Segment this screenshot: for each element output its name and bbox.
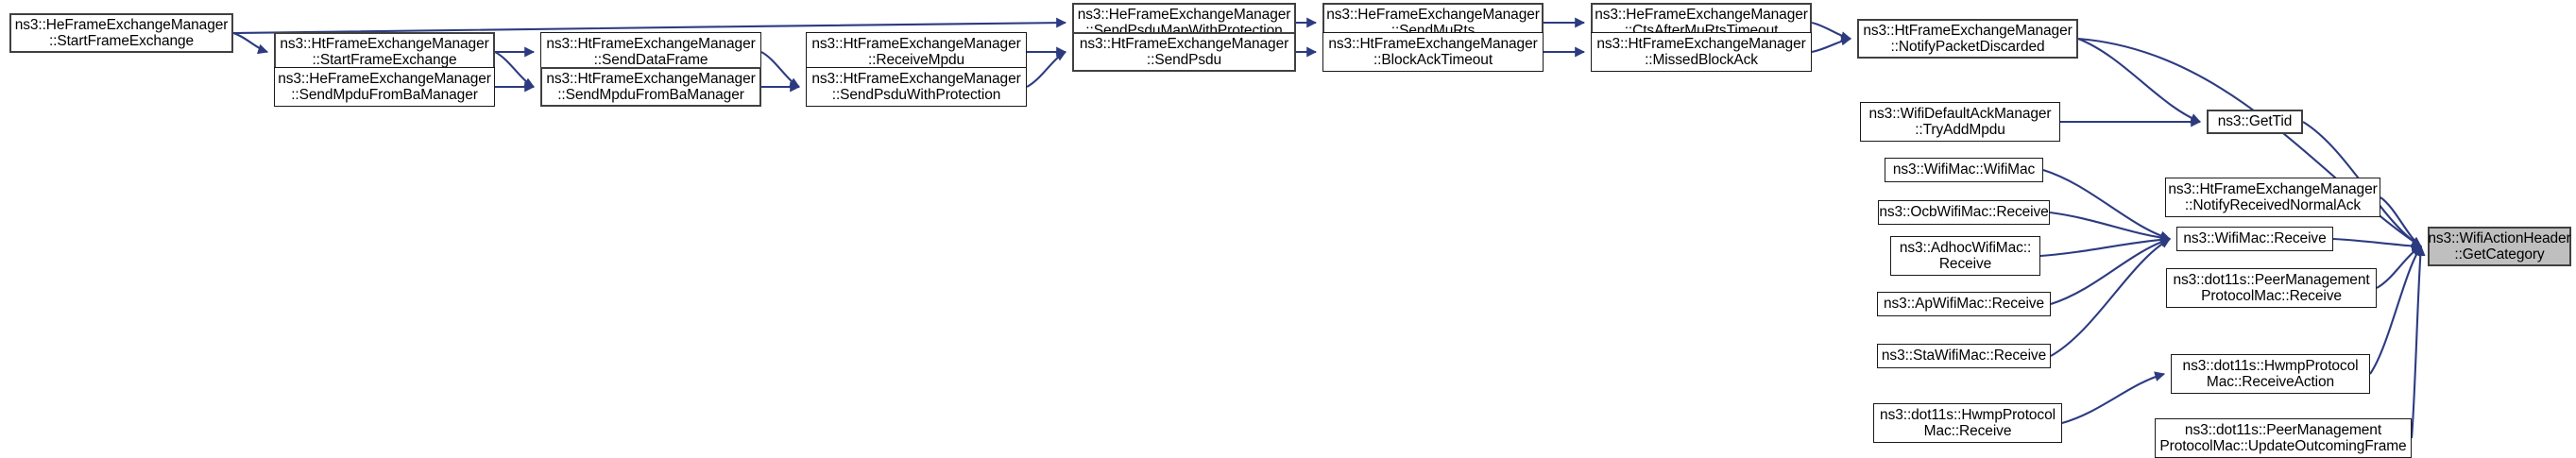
graph-edge-n16-to-n23 bbox=[2042, 168, 2172, 242]
graph-edge-n22-to-n27 bbox=[2380, 196, 2422, 247]
graph-node-n0[interactable]: ns3::HeFrameExchangeManager ::StartFrame… bbox=[9, 13, 233, 53]
graph-edge-n26-to-n27 bbox=[2410, 245, 2426, 439]
graph-node-n14[interactable]: ns3::WifiDefaultAckManager ::TryAddMpdu bbox=[1860, 102, 2060, 142]
graph-node-n4[interactable]: ns3::HeFrameExchangeManager ::SendMpduFr… bbox=[274, 67, 495, 107]
graph-node-n12[interactable]: ns3::HtFrameExchangeManager ::MissedBloc… bbox=[1591, 32, 1812, 72]
graph-node-n13[interactable]: ns3::HtFrameExchangeManager ::NotifyPack… bbox=[1857, 19, 2078, 59]
graph-node-n23[interactable]: ns3::WifiMac::Receive bbox=[2176, 227, 2333, 251]
graph-node-n21[interactable]: ns3::dot11s::HwmpProtocol Mac::Receive bbox=[1873, 403, 2062, 443]
graph-node-n1[interactable]: ns3::HtFrameExchangeManager ::StartFrame… bbox=[274, 32, 495, 72]
graph-edge-n11-to-n13 bbox=[1811, 21, 1852, 42]
graph-node-n26[interactable]: ns3::dot11s::PeerManagement ProtocolMac:… bbox=[2155, 418, 2412, 458]
graph-edge-n1-to-n5 bbox=[494, 51, 535, 88]
graph-edge-n2-to-n6 bbox=[760, 51, 800, 88]
graph-node-n2[interactable]: ns3::HtFrameExchangeManager ::SendDataFr… bbox=[540, 32, 761, 72]
graph-edge-n18-to-n23 bbox=[2039, 234, 2172, 258]
graph-edge-n19-to-n23 bbox=[2050, 236, 2172, 306]
graph-node-n19[interactable]: ns3::ApWifiMac::Receive bbox=[1877, 292, 2051, 316]
graph-node-n25[interactable]: ns3::dot11s::HwmpProtocol Mac::ReceiveAc… bbox=[2171, 354, 2370, 394]
graph-node-n16[interactable]: ns3::WifiMac::WifiMac bbox=[1885, 158, 2043, 182]
graph-node-n24[interactable]: ns3::dot11s::PeerManagement ProtocolMac:… bbox=[2166, 268, 2377, 308]
graph-edge-n25-to-n27 bbox=[2369, 246, 2422, 375]
graph-node-n3[interactable]: ns3::HtFrameExchangeManager ::ReceiveMpd… bbox=[806, 32, 1027, 72]
graph-edge-n12-to-n13 bbox=[1811, 35, 1852, 54]
graph-node-n17[interactable]: ns3::OcbWifiMac::Receive bbox=[1878, 200, 2050, 225]
graph-node-n20[interactable]: ns3::StaWifiMac::Receive bbox=[1877, 344, 2051, 368]
graph-edge-n24-to-n27 bbox=[2376, 246, 2422, 289]
graph-node-n15[interactable]: ns3::GetTid bbox=[2207, 110, 2303, 134]
graph-node-n5[interactable]: ns3::HtFrameExchangeManager ::SendMpduFr… bbox=[540, 67, 761, 107]
graph-node-n6[interactable]: ns3::HtFrameExchangeManager ::SendPsduWi… bbox=[806, 67, 1027, 107]
graph-edge-n20-to-n23 bbox=[2050, 238, 2171, 357]
graph-edge-n0-to-n1 bbox=[232, 32, 269, 55]
graph-edge-n21-to-n25 bbox=[2061, 371, 2166, 425]
graph-node-n22[interactable]: ns3::HtFrameExchangeManager ::NotifyRece… bbox=[2165, 178, 2380, 217]
graph-edge-n23-to-n27 bbox=[2332, 237, 2423, 251]
graph-edge-n13-to-n15 bbox=[2077, 38, 2202, 124]
graph-edge-n6-to-n8 bbox=[1026, 51, 1066, 88]
graph-node-n8[interactable]: ns3::HtFrameExchangeManager ::SendPsdu bbox=[1072, 32, 1296, 72]
graph-node-n18[interactable]: ns3::AdhocWifiMac:: Receive bbox=[1890, 236, 2040, 276]
graph-node-n27[interactable]: ns3::WifiActionHeader ::GetCategory bbox=[2428, 227, 2571, 266]
graph-node-n10[interactable]: ns3::HtFrameExchangeManager ::BlockAckTi… bbox=[1322, 32, 1544, 72]
graph-edge-n17-to-n23 bbox=[2049, 211, 2172, 244]
